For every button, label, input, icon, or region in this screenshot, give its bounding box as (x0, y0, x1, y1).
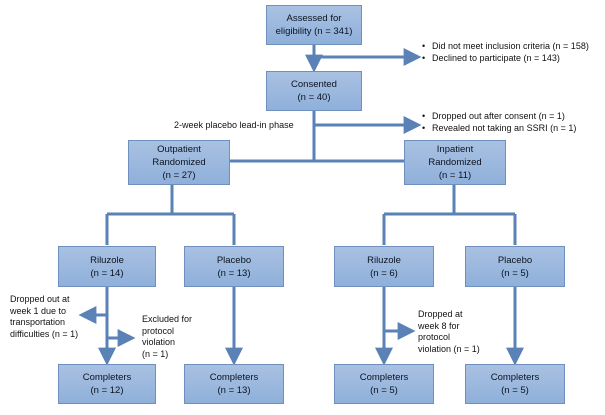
box-outpatient-riluzole: Riluzole (n = 14) (58, 246, 156, 287)
box-line: (n = 27) (162, 170, 196, 181)
note-leadin-phase: 2-week placebo lead-in phase (174, 120, 294, 130)
note-inpatient-dropout: Dropped at week 8 for protocol violation… (418, 309, 480, 355)
note-leadin-exclusions: Dropped out after consent (n = 1) Reveal… (422, 111, 576, 134)
box-line: eligibility (n = 341) (275, 26, 353, 37)
box-line: (n = 5) (370, 385, 398, 396)
note-outpatient-dropout: Dropped out at week 1 due to transportat… (10, 294, 78, 340)
box-line: Inpatient (436, 144, 474, 155)
box-line: (n = 11) (438, 170, 472, 181)
note-line: violation (n = 1) (418, 343, 480, 354)
note-outpatient-excluded: Excluded for protocol violation (n = 1) (142, 314, 192, 360)
box-outpatient-randomized: Outpatient Randomized (n = 27) (128, 140, 230, 185)
note-line: week 1 due to (10, 305, 67, 316)
box-line: Outpatient (157, 144, 201, 155)
note-line: difficulties (n = 1) (10, 328, 79, 339)
note-line: violation (142, 337, 176, 347)
box-line: Placebo (497, 254, 533, 266)
box-line: (n = 12) (90, 385, 124, 396)
note-line: transportation (10, 317, 66, 327)
note-line: week 8 for (418, 320, 460, 331)
box-inpatient-riluzole: Riluzole (n = 6) (334, 246, 434, 287)
box-assessed-eligibility: Assessed for eligibility (n = 341) (266, 5, 362, 45)
box-completers-inpatient-placebo: Completers (n = 5) (465, 364, 565, 404)
box-completers-outpatient-riluzole: Completers (n = 12) (58, 364, 156, 404)
box-line: Placebo (216, 254, 252, 266)
note-line: protocol (418, 332, 451, 342)
box-inpatient-randomized: Inpatient Randomized (n = 11) (404, 140, 506, 185)
note-line: protocol (142, 325, 175, 336)
note-line: Declined to participate (n = 143) (422, 53, 589, 65)
box-line: (n = 13) (217, 267, 251, 279)
box-line: Assessed for (286, 13, 342, 24)
box-line: Riluzole (90, 254, 124, 266)
note-screening-exclusions: Did not meet inclusion criteria (n = 158… (422, 41, 589, 64)
box-line: (n = 14) (90, 267, 124, 279)
box-completers-inpatient-riluzole: Completers (n = 5) (334, 364, 434, 404)
box-line: Randomized (428, 157, 482, 168)
note-line: Dropped out at (10, 294, 70, 304)
box-line: Consented (291, 79, 337, 90)
box-line: (n = 5) (501, 267, 529, 279)
note-line: Did not meet inclusion criteria (n = 158… (422, 41, 589, 53)
box-line: Completers (359, 372, 409, 383)
box-line: Completers (490, 372, 540, 383)
box-line: (n = 13) (217, 385, 251, 396)
note-line: Dropped at (418, 309, 463, 319)
box-line: Riluzole (367, 254, 401, 266)
note-line: Revealed not taking an SSRI (n = 1) (422, 123, 576, 135)
box-line: Randomized (152, 157, 206, 168)
box-line: (n = 5) (501, 385, 529, 396)
box-completers-outpatient-placebo: Completers (n = 13) (184, 364, 284, 404)
note-line: Dropped out after consent (n = 1) (422, 111, 576, 123)
box-outpatient-placebo: Placebo (n = 13) (184, 246, 284, 287)
box-line: Completers (209, 372, 259, 383)
box-line: (n = 40) (297, 92, 331, 103)
box-line: Completers (82, 372, 132, 383)
note-line: Excluded for (142, 314, 193, 324)
box-consented: Consented (n = 40) (266, 71, 362, 111)
box-inpatient-placebo: Placebo (n = 5) (465, 246, 565, 287)
box-line: (n = 6) (370, 267, 398, 279)
note-line: (n = 1) (142, 348, 169, 359)
